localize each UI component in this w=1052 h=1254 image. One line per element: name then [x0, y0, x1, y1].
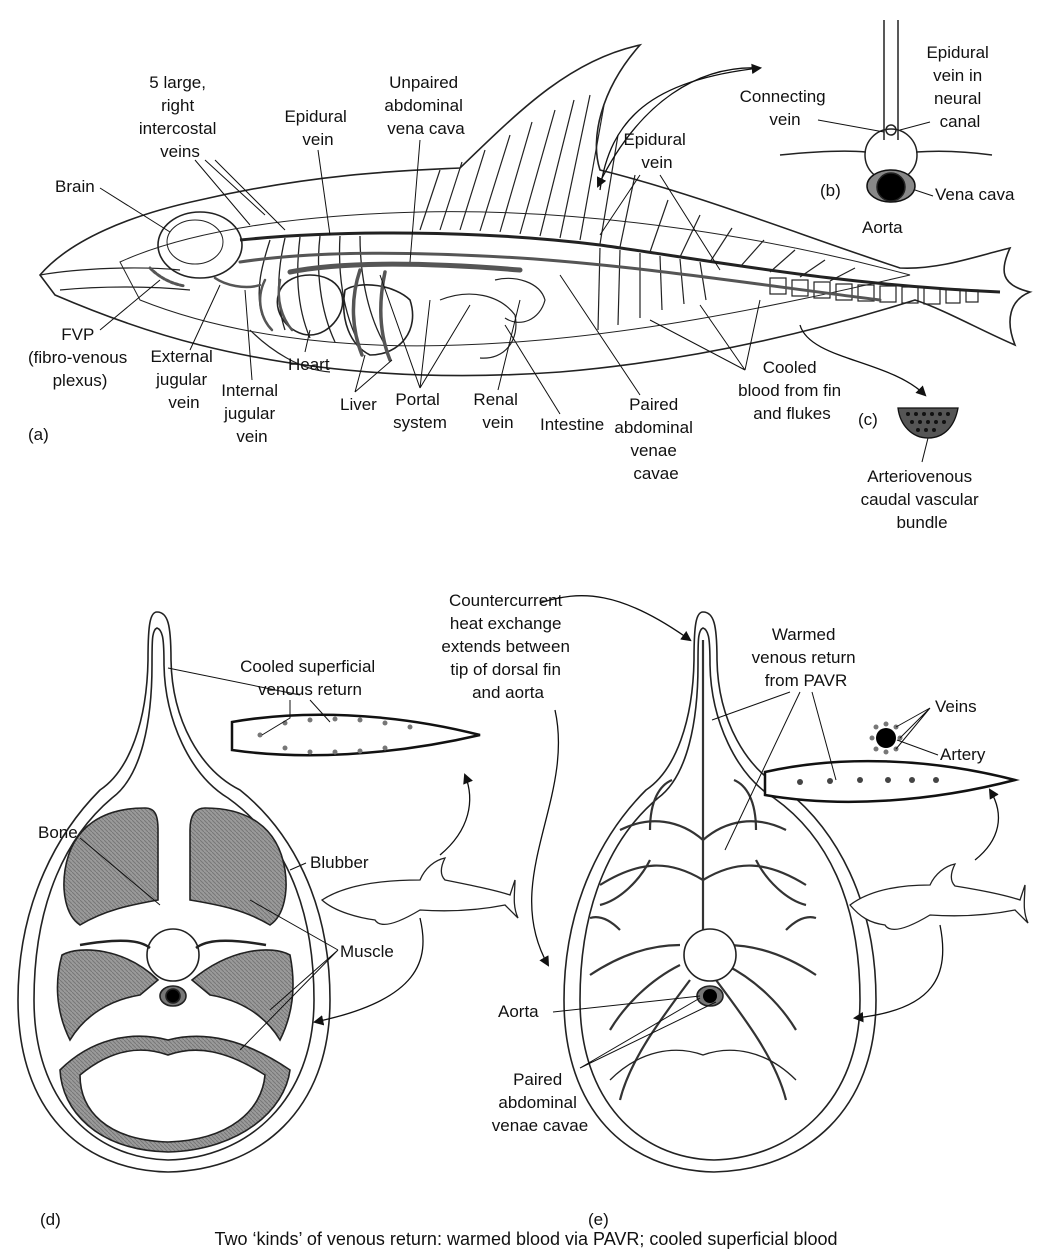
label-brain: Brain — [55, 177, 95, 196]
label-renal-vein: Renal vein — [473, 390, 522, 432]
label-veins: Veins — [935, 697, 977, 716]
arrow-e-to-fin — [975, 790, 998, 860]
dolphin-body-outline — [40, 45, 1030, 376]
label-internal-jugular: Internal jugular vein — [221, 381, 282, 446]
label-artery: Artery — [940, 745, 986, 764]
label-countercurrent: Countercurrent heat exchange extends bet… — [441, 591, 574, 702]
panel-c-bundle: (c) Arteriovenous caudal vascular bundle — [858, 408, 983, 532]
arrow-a-to-b-tail — [598, 68, 760, 186]
label-external-jugular: External jugular vein — [150, 347, 217, 412]
vertebral-body-d — [147, 929, 199, 981]
intercostal-vein-paths — [260, 280, 292, 330]
aorta-d — [166, 989, 180, 1003]
figure-caption: Two ‘kinds’ of venous return: warmed blo… — [215, 1229, 838, 1249]
panel-b-labels: Connecting vein Epidural vein in neural … — [740, 43, 1015, 237]
fin-section-e — [765, 761, 1015, 802]
transverse-processes-b — [780, 151, 992, 155]
small-dolphin-e — [850, 864, 1028, 929]
label-liver: Liver — [340, 395, 377, 414]
dolphin-skull — [158, 212, 242, 278]
label-cooled-blood-fin: Cooled blood from fin and flukes — [738, 358, 846, 423]
label-bundle: Arteriovenous caudal vascular bundle — [861, 467, 984, 532]
label-connecting-vein: Connecting vein — [740, 87, 831, 129]
label-epidural-vein-neural: Epidural vein in neural canal — [926, 43, 993, 131]
panel-label-c: (c) — [858, 410, 878, 429]
body-outline-e — [564, 612, 876, 1172]
aorta-b — [877, 173, 905, 201]
panel-label-a: (a) — [28, 425, 49, 444]
panel-label-d: (d) — [40, 1210, 61, 1229]
label-blubber: Blubber — [310, 853, 369, 872]
arrow-countercurrent-aorta — [532, 710, 559, 965]
neural-spine-b — [884, 20, 898, 140]
label-vena-cava: Vena cava — [935, 185, 1015, 204]
vertebral-body-e — [684, 929, 736, 981]
fin-section-d — [232, 715, 480, 755]
label-heart: Heart — [288, 355, 330, 374]
chevron-processes — [598, 248, 706, 330]
label-paired-venae-cavae-e: Paired abdominal venae cavae — [492, 1070, 588, 1135]
intestine-shape — [440, 294, 516, 358]
label-bone: Bone — [38, 823, 78, 842]
panel-a-dolphin-side-view — [40, 45, 1030, 376]
label-unpaired-vena-cava: Unpaired abdominal vena cava — [384, 73, 467, 138]
label-fvp: FVP (fibro-venous plexus) — [28, 325, 132, 390]
label-muscle: Muscle — [340, 942, 394, 961]
label-intestine: Intestine — [540, 415, 604, 434]
label-aorta-e: Aorta — [498, 1002, 539, 1021]
arrow-d-to-fin — [440, 775, 470, 855]
arrow-a-to-b — [600, 68, 760, 190]
panel-label-e: (e) — [588, 1210, 609, 1229]
label-epidural-vein-2: Epidural vein — [623, 130, 690, 172]
jugular-vein-path — [215, 278, 260, 287]
panel-label-b: (b) — [820, 181, 841, 200]
label-cooled-superficial: Cooled superficial venous return — [240, 657, 380, 699]
label-five-large-veins: 5 large, right intercostal veins — [139, 73, 221, 161]
label-portal-system: Portal system — [393, 390, 447, 432]
aorta-e — [703, 989, 717, 1003]
label-epidural-vein-1: Epidural vein — [284, 107, 351, 149]
panel-e-cross-section — [564, 612, 876, 1172]
label-warmed: Warmed venous return from PAVR — [752, 625, 861, 690]
arrow-d-to-section — [315, 918, 423, 1022]
heart-shape — [277, 275, 342, 335]
fvp-plexus — [150, 268, 185, 286]
neural-canal-b — [886, 125, 896, 135]
label-paired-venae-cavae-a: Paired abdominal venae cavae — [614, 395, 697, 483]
vena-cava-path — [290, 264, 520, 272]
label-aorta-b: Aorta — [862, 218, 903, 237]
